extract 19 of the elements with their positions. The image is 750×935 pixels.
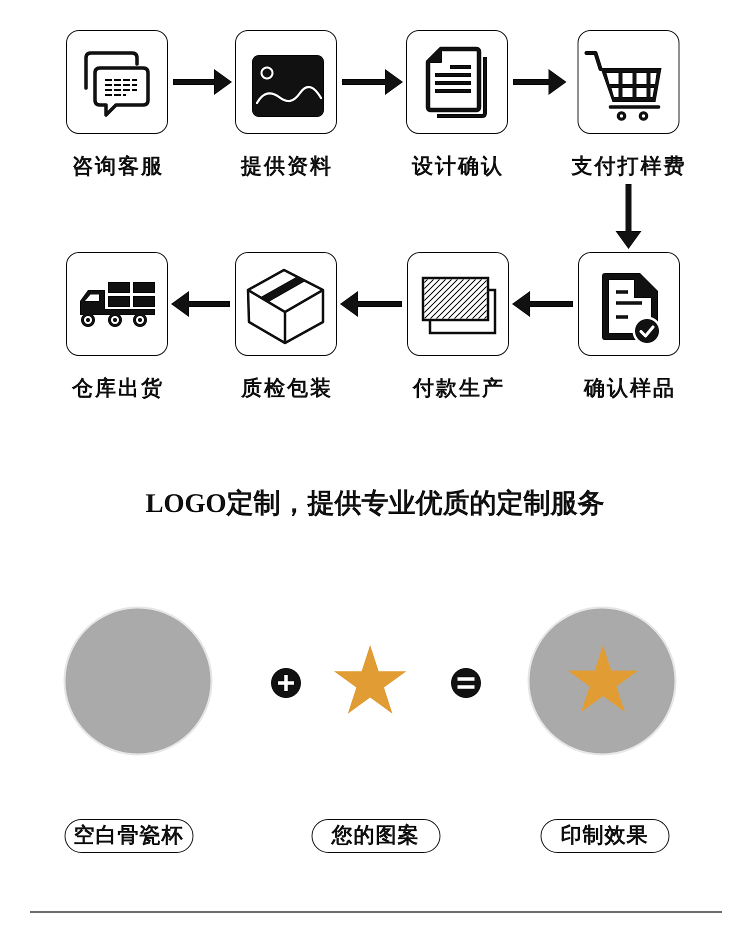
- arrow: [512, 291, 573, 317]
- arrow: [173, 69, 232, 95]
- section-heading: LOGO定制，提供专业优质的定制服务: [146, 487, 604, 520]
- arrow: [171, 291, 230, 317]
- step-label: 咨询客服: [71, 153, 164, 179]
- step-label: 质检包装: [240, 375, 333, 401]
- caption-pill: 空白骨瓷杯: [64, 819, 193, 853]
- caption-pill: 印制效果: [540, 819, 669, 853]
- step-label: 仓库出货: [70, 375, 164, 401]
- step-label: 确认样品: [582, 375, 676, 401]
- arrow: [342, 69, 403, 95]
- caption-pill: 您的图案: [311, 819, 440, 853]
- arrow: [513, 69, 566, 95]
- arrow: [616, 184, 642, 249]
- step-label: 支付打样费: [570, 153, 686, 179]
- step-label: 付款生产: [411, 375, 505, 401]
- step-label: 提供资料: [240, 153, 333, 179]
- arrow: [340, 291, 402, 317]
- step-label: 设计确认: [410, 153, 504, 179]
